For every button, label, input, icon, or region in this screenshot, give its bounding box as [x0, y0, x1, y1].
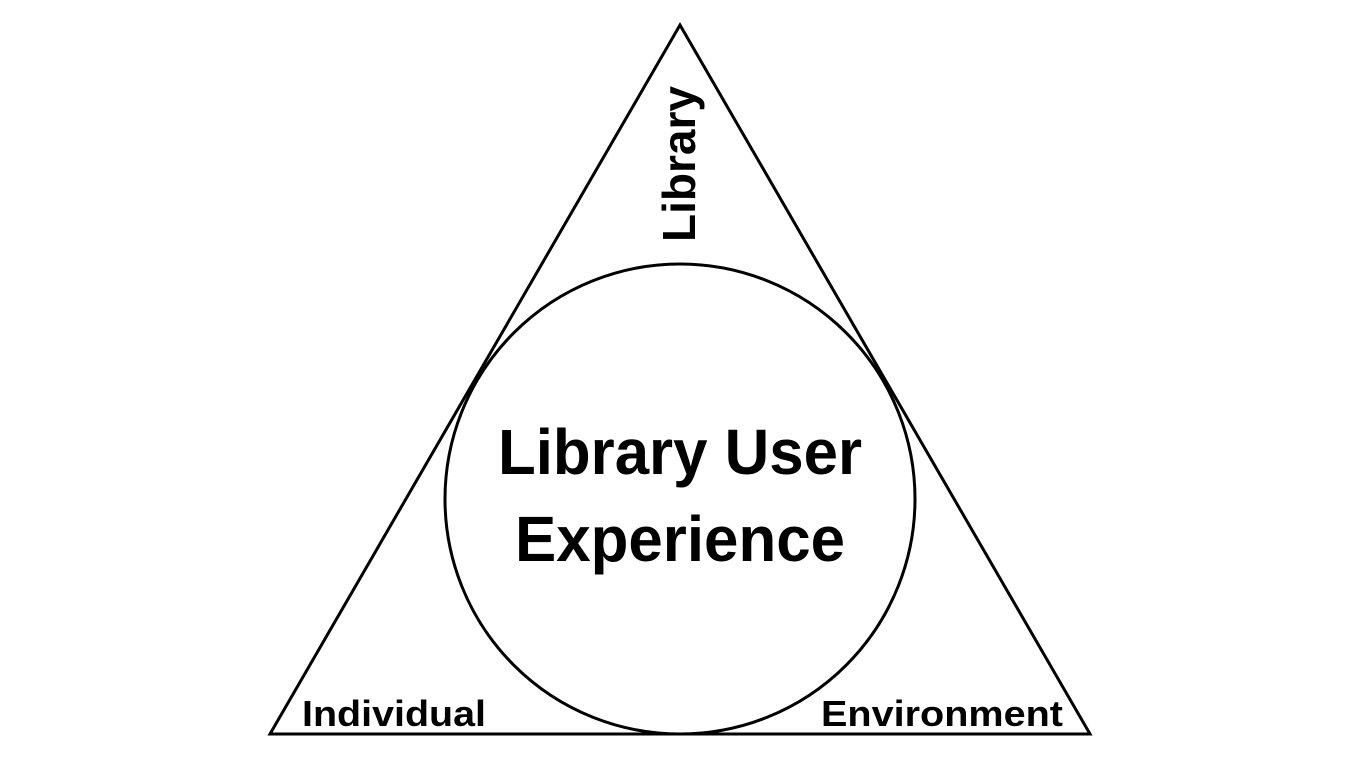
center-label-line1: Library User — [498, 416, 862, 488]
vertex-label-individual: Individual — [302, 693, 486, 734]
center-circle — [443, 262, 917, 736]
vertex-label-library: Library — [653, 86, 705, 242]
vertex-label-environment: Environment — [821, 693, 1063, 734]
center-label-line2: Experience — [515, 503, 845, 575]
